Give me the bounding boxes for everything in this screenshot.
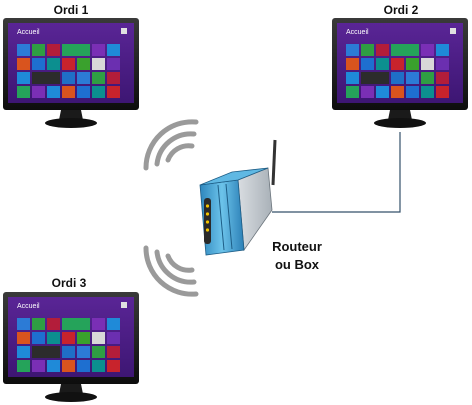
app-tile bbox=[421, 72, 434, 84]
app-tile bbox=[361, 72, 389, 84]
app-tile bbox=[346, 86, 359, 98]
app-tile bbox=[47, 86, 60, 98]
app-tile bbox=[391, 86, 404, 98]
app-tile bbox=[62, 318, 90, 330]
app-tile bbox=[346, 44, 359, 56]
app-tile bbox=[391, 72, 404, 84]
app-tile bbox=[436, 86, 449, 98]
app-tile bbox=[376, 44, 389, 56]
app-tile bbox=[107, 360, 120, 372]
app-tile bbox=[17, 58, 30, 70]
app-tile bbox=[17, 332, 30, 344]
user-avatar bbox=[121, 302, 127, 308]
app-tile bbox=[107, 346, 120, 358]
app-tile bbox=[62, 72, 75, 84]
app-tile bbox=[361, 58, 374, 70]
app-tile bbox=[107, 44, 120, 56]
app-tile bbox=[92, 44, 105, 56]
app-tile bbox=[92, 332, 105, 344]
user-avatar bbox=[450, 28, 456, 34]
app-tile bbox=[376, 86, 389, 98]
app-tile bbox=[92, 318, 105, 330]
app-tile bbox=[77, 332, 90, 344]
app-tile bbox=[47, 332, 60, 344]
app-tile bbox=[77, 360, 90, 372]
app-tile bbox=[32, 318, 45, 330]
app-tile bbox=[32, 72, 60, 84]
app-tile bbox=[77, 72, 90, 84]
ordi3-monitor: Accueil bbox=[3, 292, 139, 402]
ordi1-monitor: Accueil bbox=[3, 18, 139, 128]
ordi1-label: Ordi 1 bbox=[53, 3, 89, 17]
app-tile bbox=[32, 58, 45, 70]
app-tile bbox=[346, 58, 359, 70]
app-tile bbox=[107, 332, 120, 344]
app-tile bbox=[77, 86, 90, 98]
app-tile bbox=[62, 346, 75, 358]
app-tile bbox=[421, 58, 434, 70]
app-tile bbox=[92, 346, 105, 358]
app-tile bbox=[361, 86, 374, 98]
app-tile bbox=[406, 86, 419, 98]
app-tile bbox=[17, 360, 30, 372]
app-tile bbox=[17, 346, 30, 358]
ordi2-label: Ordi 2 bbox=[383, 3, 419, 17]
app-tile bbox=[62, 86, 75, 98]
app-tile bbox=[436, 58, 449, 70]
app-tile bbox=[406, 72, 419, 84]
app-tile bbox=[421, 44, 434, 56]
app-tile bbox=[47, 360, 60, 372]
app-tile bbox=[107, 72, 120, 84]
app-tile bbox=[391, 44, 419, 56]
app-tile bbox=[17, 318, 30, 330]
app-tile bbox=[92, 86, 105, 98]
app-tile bbox=[32, 360, 45, 372]
app-tile bbox=[17, 86, 30, 98]
start-screen-title: Accueil bbox=[17, 303, 40, 310]
router bbox=[199, 139, 277, 256]
router-label-line1: Routeur bbox=[272, 239, 322, 254]
app-tile bbox=[77, 346, 90, 358]
app-tile bbox=[107, 318, 120, 330]
start-screen-title: Accueil bbox=[346, 29, 369, 36]
app-tile bbox=[436, 44, 449, 56]
router-label: Routeur ou Box bbox=[262, 238, 332, 274]
user-avatar bbox=[121, 28, 127, 34]
app-tile bbox=[62, 332, 75, 344]
app-tile bbox=[32, 86, 45, 98]
app-tile bbox=[47, 44, 60, 56]
app-tile bbox=[47, 58, 60, 70]
app-tile bbox=[62, 360, 75, 372]
start-screen-title: Accueil bbox=[17, 29, 40, 36]
app-tile bbox=[32, 332, 45, 344]
app-tile bbox=[62, 44, 90, 56]
antenna bbox=[271, 139, 277, 186]
app-tile bbox=[406, 58, 419, 70]
network-cable bbox=[272, 132, 401, 213]
app-tile bbox=[92, 58, 105, 70]
app-tile bbox=[361, 44, 374, 56]
app-tile bbox=[107, 58, 120, 70]
app-tile bbox=[32, 44, 45, 56]
app-tile bbox=[346, 72, 359, 84]
app-tile bbox=[107, 86, 120, 98]
app-tile bbox=[436, 72, 449, 84]
app-tile bbox=[77, 58, 90, 70]
app-tile bbox=[376, 58, 389, 70]
app-tile bbox=[47, 318, 60, 330]
app-tile bbox=[17, 72, 30, 84]
app-tile bbox=[17, 44, 30, 56]
app-tile bbox=[32, 346, 60, 358]
ordi2-monitor: Accueil bbox=[332, 18, 468, 128]
router-label-line2: ou Box bbox=[274, 257, 320, 272]
app-tile bbox=[421, 86, 434, 98]
wifi-signal-icon bbox=[143, 119, 199, 297]
app-tile bbox=[391, 58, 404, 70]
app-tile bbox=[92, 360, 105, 372]
app-tile bbox=[92, 72, 105, 84]
ordi3-label: Ordi 3 bbox=[51, 276, 87, 290]
app-tile bbox=[62, 58, 75, 70]
